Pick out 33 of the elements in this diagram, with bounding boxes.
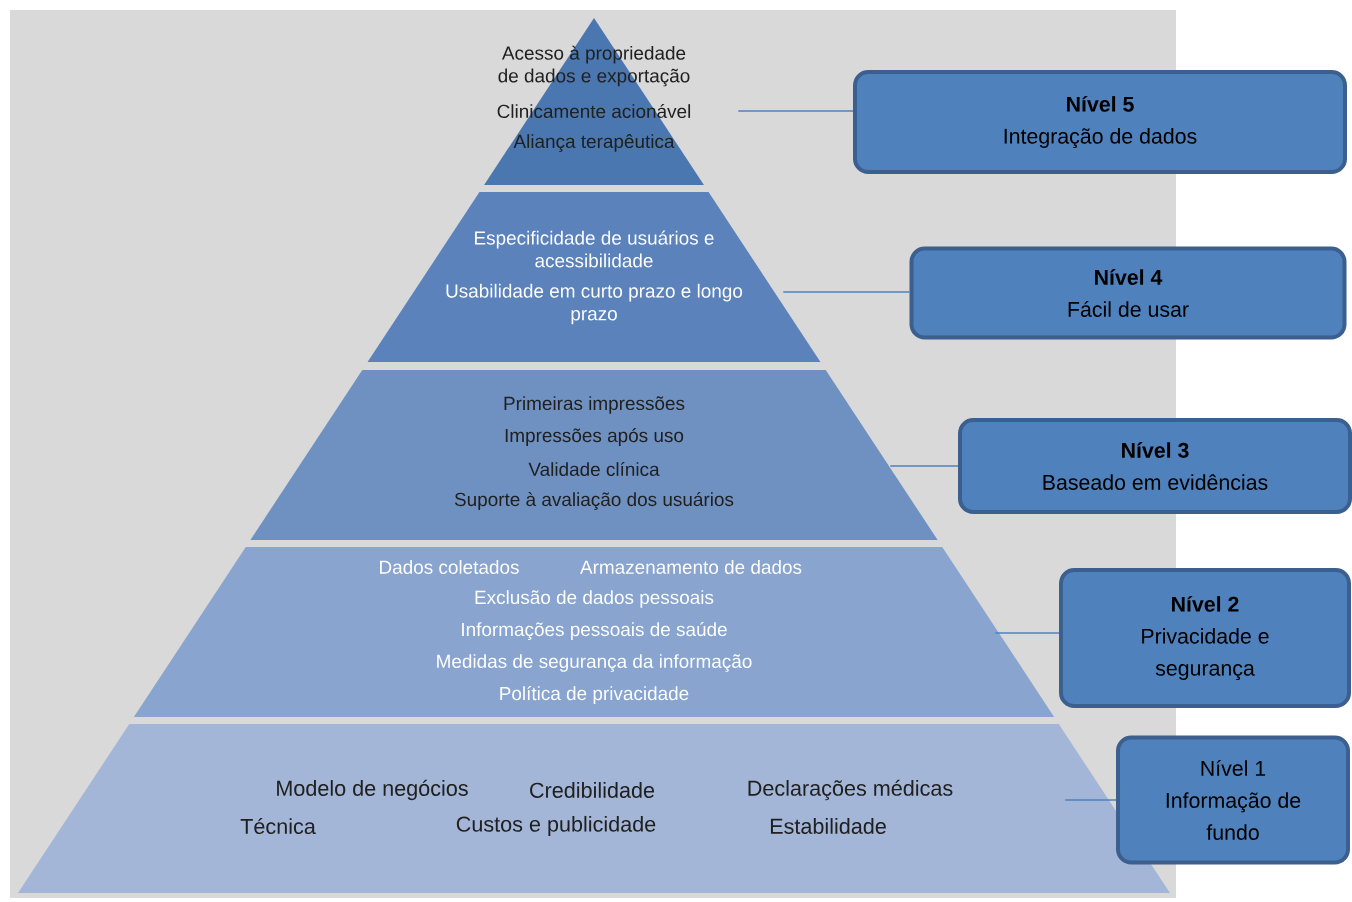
pyramid-level [133,547,1055,717]
level-item: Modelo de negócios [277,779,468,801]
level-item: Aliança terapêutica [513,134,675,152]
level-item: Técnica [240,817,316,835]
level-item: Declarações médicas [748,779,953,801]
level-item: Custos e publicidade [456,815,656,837]
leader-line [889,465,959,467]
level-item: Impressões após uso [505,428,684,446]
level-item: Validade clínica [528,461,660,477]
level-box: Nível 5 Integração de dados [853,70,1347,174]
level-item: Especificidade de usuários e acessibilidade [475,230,714,268]
level-item: Política de privacidade [500,686,689,704]
level-box: Nível 2 Privacidade e segurança [1059,568,1351,708]
level-item: Armazenamento de dados [580,560,802,574]
level-item: Primeiras impressões [504,396,685,414]
leader-line [1064,799,1117,801]
leader-line [994,632,1060,634]
level-item: Credibilidade [530,782,655,798]
pyramid-level [484,18,704,185]
leader-line [737,110,854,112]
pyramid-level [250,370,938,540]
level-item: Informações pessoais de saúde [462,622,727,640]
level-box: Nível 3 Baseado em evidências [958,418,1352,514]
level-box: Nível 4 Fácil de usar [909,246,1347,340]
level-item: Suporte à avaliação dos usuários [454,492,734,510]
level-item: Medidas de segurança da informação [437,654,752,672]
level-box: Nível 1 Informação de fundo [1116,735,1350,865]
level-item: Usabilidade em curto prazo e longo prazo [446,283,743,325]
level-item: Estabilidade [770,818,886,834]
level-item: Dados coletados [380,560,519,574]
leader-line [782,291,911,293]
level-item: Exclusão de dados pessoais [475,590,714,608]
pyramid-level [367,192,821,362]
